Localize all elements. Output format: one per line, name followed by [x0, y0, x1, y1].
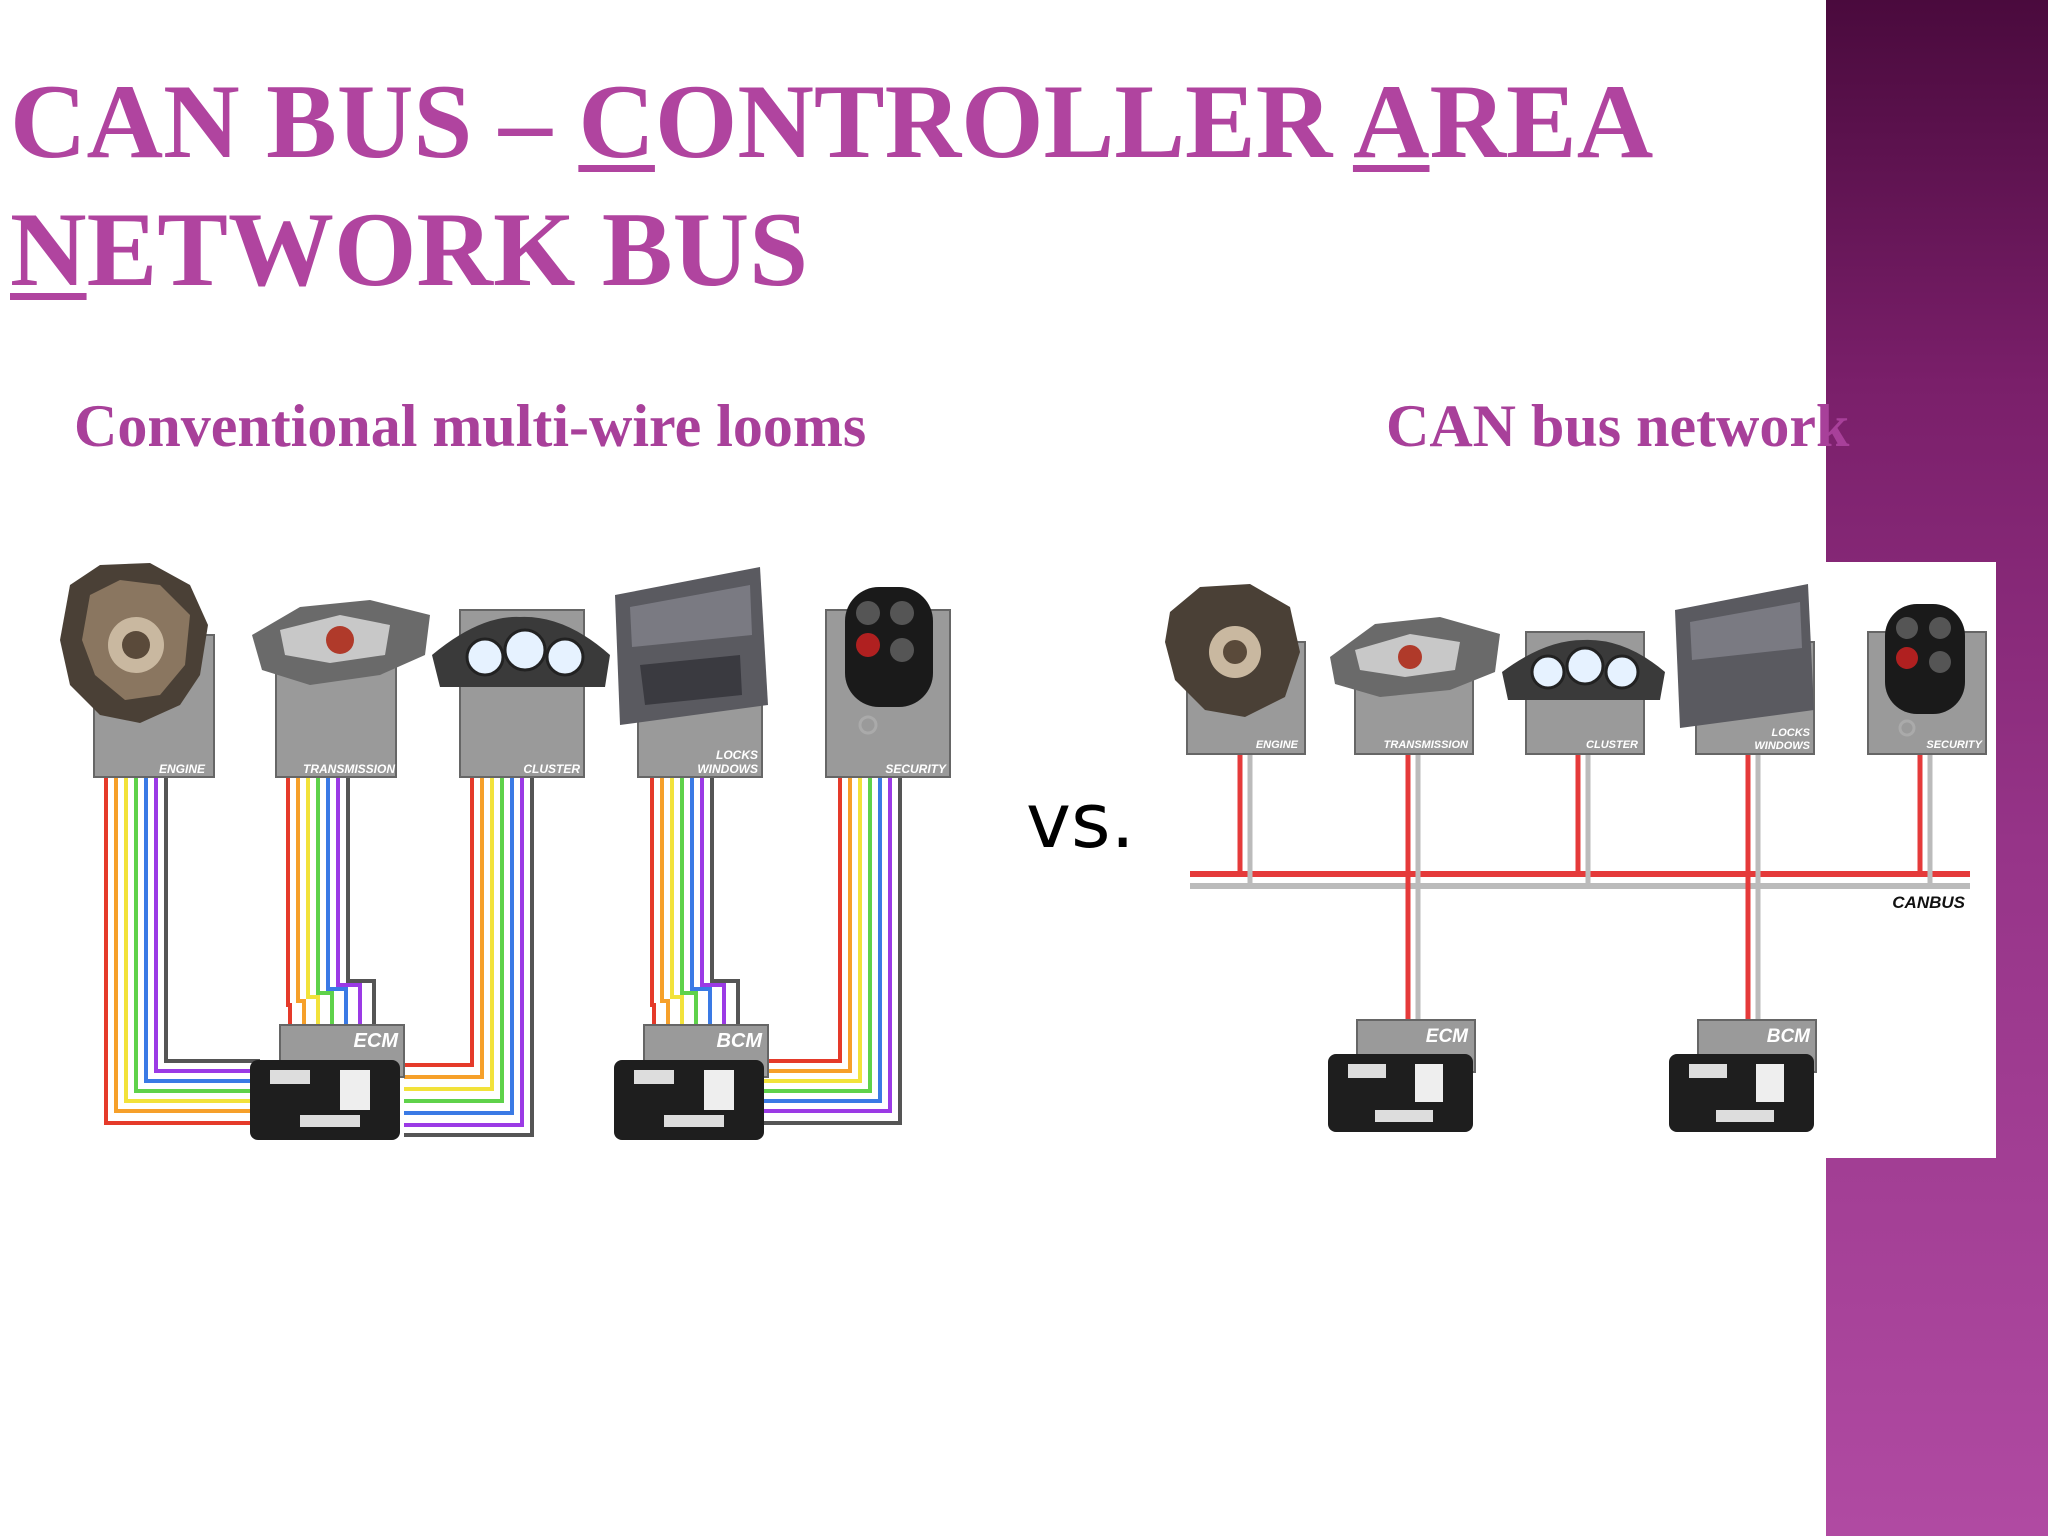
wire [680, 735, 698, 1027]
wire [336, 735, 362, 1027]
wire [404, 735, 514, 1115]
can-module-label-security: SECURITY [1926, 739, 1983, 751]
can-module-label-windows: WINDOWS [1754, 740, 1810, 752]
title-line-1: CAN BUS – CONTROLLER AREA [10, 58, 1810, 186]
wire [660, 735, 670, 1027]
wire [316, 735, 334, 1027]
module-label-locks: LOCKS [716, 748, 758, 762]
wire [670, 735, 684, 1027]
conventional-heading: Conventional multi-wire looms [74, 393, 867, 459]
wire [306, 735, 320, 1027]
title-line-2: NETWORK BUS [10, 186, 1810, 314]
canbus-label: CANBUS [1892, 893, 1965, 912]
wire [404, 735, 524, 1127]
wire [114, 735, 260, 1113]
can-controller-bcm: BCM [1669, 1019, 1817, 1132]
module-transmission: TRANSMISSION [252, 600, 430, 778]
can-module-cluster: CLUSTER [1502, 631, 1665, 755]
wire [710, 735, 740, 1027]
wire [764, 735, 882, 1103]
bus-lines [1190, 750, 1970, 1022]
module-label-cluster: CLUSTER [523, 762, 580, 776]
wire [286, 735, 292, 1027]
module-label-engine: ENGINE [159, 762, 206, 776]
wire [764, 735, 902, 1125]
wire [764, 735, 842, 1063]
module-label-transmission: TRANSMISSION [303, 762, 395, 776]
title-text: ETWORK BUS [86, 191, 809, 308]
wire [404, 735, 474, 1067]
conventional-wiring-diagram: ENGINE TRANSMISSION CLUSTER LOCKS WINDOW… [60, 563, 951, 1140]
can-controller-label-ecm: ECM [1426, 1026, 1469, 1047]
wire [404, 735, 484, 1079]
wire [700, 735, 726, 1027]
vs-label: vs. [1026, 776, 1135, 865]
controller-label-bcm: BCM [716, 1030, 763, 1052]
wire [404, 735, 534, 1137]
wire [764, 735, 852, 1073]
module-security: SECURITY [825, 587, 951, 778]
wire [134, 735, 260, 1093]
controller-ecm: ECM [250, 1024, 405, 1140]
wire [764, 735, 862, 1083]
module-label-windows: WINDOWS [697, 762, 758, 776]
wire [154, 735, 260, 1073]
module-engine: ENGINE [60, 563, 215, 778]
wire [296, 735, 306, 1027]
can-controller-ecm: ECM [1328, 1019, 1476, 1132]
can-module-locks-windows: LOCKS WINDOWS [1675, 584, 1815, 755]
can-bus-wiring-diagram: CANBUS ENGINE TRANSMISSION CLUSTER LOCKS… [1165, 584, 1987, 1132]
module-label-security: SECURITY [885, 762, 947, 776]
wire [326, 735, 348, 1027]
can-module-transmission: TRANSMISSION [1330, 617, 1500, 755]
wire [690, 735, 712, 1027]
can-module-security: SECURITY [1867, 604, 1987, 755]
module-locks-windows: LOCKS WINDOWS [615, 567, 768, 778]
wire [404, 735, 504, 1103]
controller-label-ecm: ECM [354, 1030, 400, 1052]
wire [764, 735, 892, 1113]
title-text: CAN BUS – [10, 63, 579, 180]
can-module-label-cluster: CLUSTER [1586, 739, 1638, 751]
controller-bcm: BCM [614, 1024, 769, 1140]
module-cluster: CLUSTER [432, 609, 610, 778]
title-underlined-letter: C [578, 63, 655, 180]
wire [764, 735, 872, 1093]
can-module-label-engine: ENGINE [1256, 739, 1299, 751]
wire [650, 735, 656, 1027]
can-module-label-locks: LOCKS [1772, 727, 1811, 739]
title-text: REA [1429, 63, 1654, 180]
can-module-label-transmission: TRANSMISSION [1384, 739, 1469, 751]
wire [404, 735, 494, 1091]
wire [124, 735, 260, 1103]
title-underlined-letter: A [1352, 63, 1430, 180]
wire [104, 735, 260, 1125]
can-controller-label-bcm: BCM [1767, 1026, 1811, 1047]
title-text: ONTROLLER [654, 63, 1353, 180]
wire-bundles [104, 735, 902, 1137]
wire [346, 735, 376, 1027]
wire [144, 735, 260, 1083]
slide-title: CAN BUS – CONTROLLER AREA NETWORK BUS [10, 58, 1810, 314]
can-bus-heading: CAN bus network [1386, 393, 1850, 459]
title-underlined-letter: N [10, 191, 87, 308]
wire [164, 735, 260, 1063]
can-module-engine: ENGINE [1165, 584, 1306, 755]
